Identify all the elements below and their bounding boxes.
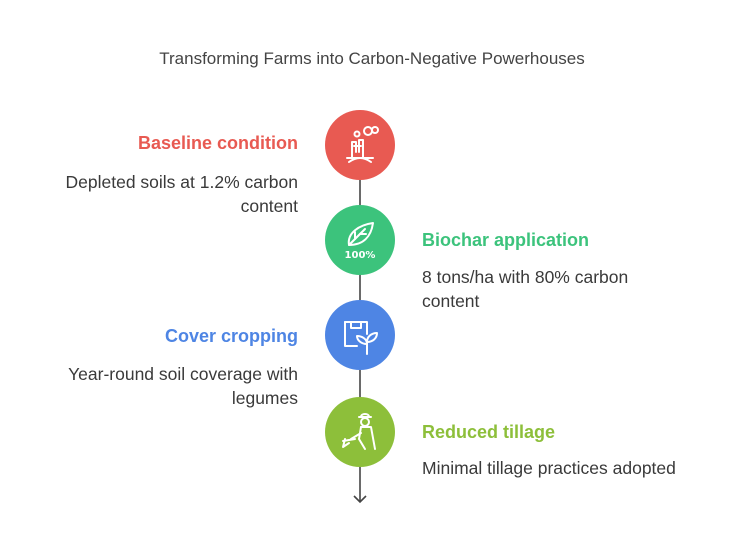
step-4-description: Minimal tillage practices adopted — [422, 456, 676, 480]
step-3-title: Cover cropping — [164, 326, 298, 346]
step-3-node — [325, 300, 395, 370]
step-1-desc-line-1: Depleted soils at 1.2% carbon — [65, 172, 299, 192]
step-1-description: Depleted soils at 1.2% carbon content — [66, 170, 299, 218]
box-sprout-icon — [344, 321, 378, 355]
leaf-100-percent-icon: 100% — [345, 222, 376, 261]
step-2-title: Biochar application — [422, 230, 590, 250]
arrow-head-icon — [353, 495, 367, 504]
step-2-node: 100% — [325, 205, 395, 275]
step-2-desc-line-2: content — [422, 291, 480, 311]
step-4-desc-line-1: Minimal tillage practices adopted — [422, 458, 676, 478]
step-4-title: Reduced tillage — [422, 422, 556, 442]
diagram-title: Transforming Farms into Carbon-Negative … — [159, 49, 585, 68]
factory-smoke-icon — [346, 126, 379, 163]
step-3-desc-line-2: legumes — [231, 388, 298, 408]
step-3-description: Year-round soil coverage with legumes — [68, 362, 298, 410]
step-4-node — [325, 397, 395, 467]
icon-percent-text: 100% — [345, 250, 376, 261]
step-1-desc-line-2: content — [240, 196, 298, 216]
step-2-desc-line-1: 8 tons/ha with 80% carbon — [422, 267, 629, 287]
step-1-title: Baseline condition — [137, 133, 298, 153]
step-1-node — [325, 110, 395, 180]
farmer-plow-icon — [342, 413, 376, 450]
step-3-desc-line-1: Year-round soil coverage with — [68, 364, 298, 384]
step-2-description: 8 tons/ha with 80% carbon content — [422, 265, 628, 313]
